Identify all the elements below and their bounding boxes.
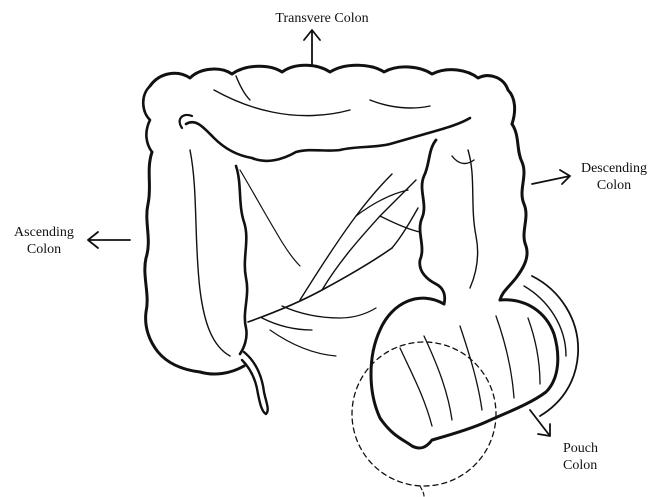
pouch-fold: [496, 316, 514, 398]
transverse-colon-bottom-edge: [186, 118, 470, 161]
transverse-colon-top-edge: [150, 65, 515, 124]
dashed-stem: [420, 486, 424, 496]
mesentery-vessel: [282, 306, 376, 318]
pouch-fold: [400, 348, 432, 426]
pouch-fold: [528, 318, 540, 384]
transverse-arrow: [304, 30, 320, 66]
descending-arrow: [532, 170, 570, 184]
mesentery-vessel: [356, 190, 408, 216]
hepatic-flexure: [143, 86, 152, 152]
descending-colon-left-edge: [420, 140, 445, 304]
mesentery-vessel: [262, 318, 312, 330]
pouch-outer-sweep: [524, 286, 566, 356]
ascending-arrow: [88, 232, 130, 248]
dashed-region-circle: [352, 342, 496, 486]
pouch-colon-label: Pouch Colon: [563, 440, 623, 474]
descending-colon-label: Descending Colon: [576, 160, 652, 194]
transverse-fold: [236, 76, 250, 100]
descending-colon-fold: [468, 150, 478, 288]
transverse-fold: [214, 90, 350, 116]
descending-colon-right-edge: [500, 124, 527, 300]
transverse-colon-label: Transvere Colon: [268, 10, 376, 27]
ascending-colon-label: Ascending Colon: [6, 224, 82, 258]
mesentery-vessel: [270, 330, 336, 356]
mesentery-vessel: [380, 216, 420, 232]
pouch-outline: [371, 298, 558, 448]
pouch-arrow: [530, 410, 550, 436]
ascending-colon-inner-edge: [236, 166, 247, 354]
pouch-fold: [424, 336, 452, 420]
transverse-fold: [370, 100, 430, 108]
mesentery-vessel: [300, 174, 392, 300]
appendix: [242, 352, 268, 414]
mesentery-vessel: [240, 170, 300, 266]
ascending-colon-fold: [190, 150, 230, 356]
